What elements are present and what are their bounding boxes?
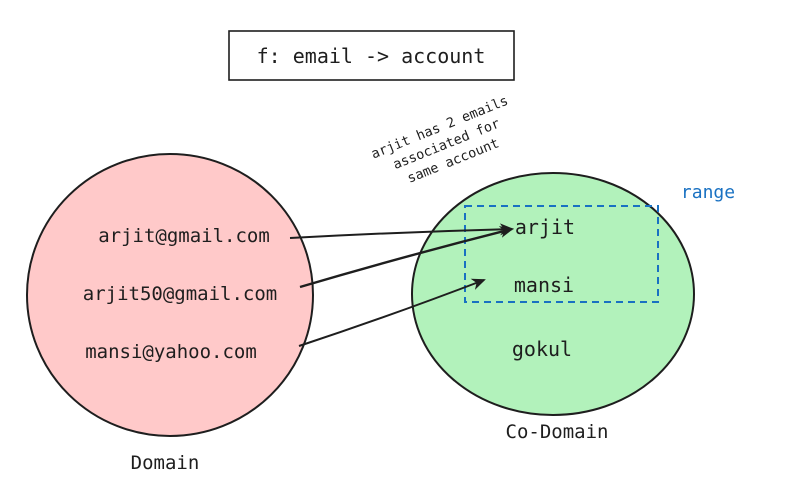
domain-set: arjit@gmail.com arjit50@gmail.com mansi@…: [26, 153, 314, 474]
domain-item-arjit50-gmail: arjit50@gmail.com: [83, 283, 277, 305]
mapping-arrows: [289, 223, 514, 347]
domain-item-mansi-yahoo: mansi@yahoo.com: [85, 341, 257, 363]
codomain-label: Co-Domain: [506, 421, 609, 443]
codomain-item-gokul: gokul: [512, 337, 572, 361]
title-text: f: email -> account: [257, 44, 486, 68]
title-box: f: email -> account: [228, 30, 515, 81]
title-border: [228, 30, 515, 81]
range-border: [464, 205, 659, 303]
annotation-note: arjit has 2 emails associated for same a…: [369, 93, 511, 187]
domain-circle: [26, 153, 314, 437]
range-box: range: [464, 182, 735, 303]
codomain-circle: [411, 172, 695, 416]
arrow-mansi-yahoo-to-mansi: [298, 278, 486, 347]
codomain-item-mansi: mansi: [514, 273, 574, 297]
range-label: range: [681, 182, 735, 203]
domain-item-arjit-gmail: arjit@gmail.com: [98, 225, 270, 247]
codomain-set: arjit mansi gokul Co-Domain: [411, 172, 695, 443]
arrow-arjit50-gmail-to-arjit: [299, 226, 514, 289]
domain-label: Domain: [131, 452, 200, 474]
codomain-item-arjit: arjit: [515, 215, 575, 239]
arrow-arjit-gmail-to-arjit: [289, 223, 514, 239]
